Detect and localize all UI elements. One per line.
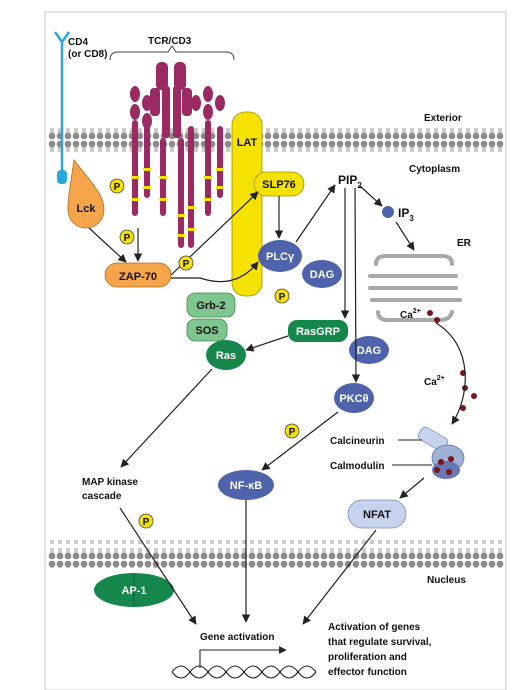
activation-text-1: Activation of genes bbox=[328, 622, 421, 633]
nfkb-label: NF-κB bbox=[230, 480, 262, 492]
ap1-label: AP-1 bbox=[121, 585, 146, 597]
phosphate-badges: P P P P P P bbox=[109, 178, 300, 529]
tcr-cd3-complex bbox=[130, 62, 225, 248]
grb2-label: Grb-2 bbox=[196, 300, 225, 312]
dag-node-2 bbox=[349, 336, 389, 364]
cytoplasm-label: Cytoplasm bbox=[409, 164, 460, 175]
phosphate-text: P bbox=[279, 292, 286, 303]
dag-label-2: DAG bbox=[357, 345, 381, 357]
phosphate-badge bbox=[178, 255, 194, 271]
ca-er-label: Ca2+ bbox=[400, 308, 421, 321]
map-kinase-label-2: cascade bbox=[82, 491, 122, 502]
phosphate-text: P bbox=[143, 517, 150, 528]
nfat-label: NFAT bbox=[363, 509, 391, 521]
pkc-node bbox=[334, 383, 374, 413]
figure-border bbox=[44, 11, 507, 690]
dag-label-1: DAG bbox=[310, 269, 334, 281]
lat-label: LAT bbox=[237, 137, 258, 149]
phosphate-badge bbox=[274, 288, 290, 304]
map-kinase-label-1: MAP kinase bbox=[82, 477, 138, 488]
ip3-node bbox=[382, 206, 394, 218]
phosphate-text: P bbox=[289, 427, 296, 438]
signaling-arrows bbox=[88, 184, 466, 625]
sos-label: SOS bbox=[195, 325, 218, 337]
pkc-label: PKCθ bbox=[339, 393, 368, 405]
nuclear-membrane bbox=[47, 540, 504, 568]
calcineurin-label: Calcineurin bbox=[330, 436, 384, 447]
lat-node bbox=[231, 111, 263, 297]
calcium-ions bbox=[427, 310, 477, 411]
plcg-label: PLCγ bbox=[266, 251, 295, 263]
phosphate-badge bbox=[284, 423, 300, 439]
nfat-node bbox=[347, 499, 407, 529]
ras-node bbox=[206, 340, 246, 370]
er-label: ER bbox=[457, 238, 472, 249]
dna-helix bbox=[171, 646, 317, 679]
phosphate-text: P bbox=[114, 182, 121, 193]
exterior-label: Exterior bbox=[424, 113, 462, 124]
calmodulin-label: Calmodulin bbox=[330, 461, 384, 472]
cd4-coreceptor bbox=[53, 31, 71, 184]
sos-node bbox=[186, 318, 228, 342]
ca-cyto-label: Ca2+ bbox=[424, 375, 445, 388]
tcr-bracket bbox=[109, 45, 235, 61]
cd4-label: CD4 bbox=[68, 37, 88, 48]
grb2-node bbox=[186, 292, 236, 318]
cd8-label: (or CD8) bbox=[68, 49, 107, 60]
phosphate-text: P bbox=[124, 233, 131, 244]
lck-label: Lck bbox=[77, 203, 97, 215]
zap70-label: ZAP-70 bbox=[119, 271, 157, 283]
activation-text-2: that regulate survival, bbox=[328, 637, 432, 648]
rasgrp-node bbox=[288, 320, 348, 342]
dag-node-1 bbox=[302, 260, 342, 288]
phosphate-text: P bbox=[183, 259, 190, 270]
phosphate-badge bbox=[109, 178, 125, 194]
slp76-label: SLP76 bbox=[262, 179, 296, 191]
plasma-membrane bbox=[47, 124, 504, 152]
phosphate-badge bbox=[138, 513, 154, 529]
activation-text-3: proliferation and bbox=[328, 652, 407, 663]
plcg-node bbox=[258, 240, 302, 272]
rasgrp-label: RasGRP bbox=[296, 326, 340, 338]
tcr-cd3-label: TCR/CD3 bbox=[148, 36, 192, 47]
calcineurin-calmodulin bbox=[417, 426, 465, 479]
gene-activation-label: Gene activation bbox=[200, 632, 274, 643]
itam-motifs bbox=[131, 168, 224, 237]
nucleus-label: Nucleus bbox=[427, 575, 466, 586]
pip2-label: PIP2 bbox=[338, 173, 362, 190]
nfkb-node bbox=[218, 470, 274, 500]
ras-label: Ras bbox=[216, 350, 236, 362]
ip3-label: IP3 bbox=[398, 206, 414, 223]
lck-node bbox=[67, 159, 105, 229]
activation-text-4: effector function bbox=[328, 667, 407, 678]
phosphate-badge bbox=[119, 229, 135, 245]
er-organelle bbox=[368, 254, 462, 322]
